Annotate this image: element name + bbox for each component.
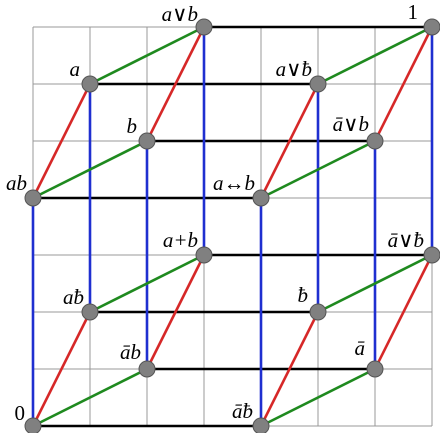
edge-nab-nplus bbox=[145, 253, 206, 371]
node-label-nplus: a+b bbox=[163, 228, 198, 252]
diagram-edges bbox=[31, 25, 434, 428]
node-label-nbbar: ƀ bbox=[298, 283, 309, 307]
node-n1 bbox=[423, 18, 440, 36]
node-nAB bbox=[24, 189, 42, 207]
node-label-nAB: ab bbox=[6, 171, 27, 195]
node-niff bbox=[252, 189, 270, 207]
edge-nabb-nbbar bbox=[259, 310, 320, 428]
edge-n0-nabt bbox=[31, 310, 92, 428]
node-nor2 bbox=[423, 246, 440, 264]
node-label-n1: 1 bbox=[408, 0, 419, 24]
node-nbbar bbox=[309, 303, 327, 321]
node-nabb bbox=[252, 417, 270, 433]
node-nor3 bbox=[366, 132, 384, 150]
edge-nb-naorb bbox=[145, 25, 206, 143]
node-label-niff: a↔b bbox=[213, 171, 255, 195]
node-naorb bbox=[195, 18, 213, 36]
node-label-nor4: a∨ƀ bbox=[276, 57, 312, 81]
node-label-nor3: ā∨b bbox=[333, 112, 369, 136]
node-label-n0: 0 bbox=[15, 401, 26, 425]
node-label-nor2: ā∨ƀ bbox=[388, 228, 424, 252]
edge-na-naorb bbox=[88, 25, 206, 86]
edge-n0-nab bbox=[31, 367, 149, 428]
node-nabar bbox=[366, 360, 384, 378]
edge-nbbar-nor2 bbox=[316, 253, 434, 314]
edge-niff-nor3 bbox=[259, 139, 377, 200]
node-nor4 bbox=[309, 75, 327, 93]
edge-nor4-n1 bbox=[316, 25, 434, 86]
node-label-nb: b bbox=[127, 114, 138, 138]
node-label-nabb: āƀ bbox=[232, 399, 253, 423]
edge-nabar-nor2 bbox=[373, 253, 434, 371]
edge-nor3-n1 bbox=[373, 25, 434, 143]
node-n0 bbox=[24, 417, 42, 433]
edge-nabt-nplus bbox=[88, 253, 206, 314]
node-label-na: a bbox=[70, 57, 81, 81]
edge-nAB-nb bbox=[31, 139, 149, 200]
edge-nabb-nabar bbox=[259, 367, 377, 428]
node-label-nab: āb bbox=[120, 340, 141, 364]
node-label-naorb: a∨b bbox=[162, 2, 198, 26]
diagram-nodes bbox=[24, 18, 440, 433]
edge-nAB-na bbox=[31, 82, 92, 200]
node-na bbox=[81, 75, 99, 93]
node-nab bbox=[138, 360, 156, 378]
node-label-nabt: aƀ bbox=[63, 285, 84, 309]
node-label-nabar: ā bbox=[355, 336, 366, 360]
node-nb bbox=[138, 132, 156, 150]
node-labels: 0 āƀ āb ā aƀ ƀ a+b ā∨ƀ ab a↔b b ā∨b a a∨ƀ a∨b 1 bbox=[6, 0, 424, 425]
node-nabt bbox=[81, 303, 99, 321]
node-nplus bbox=[195, 246, 213, 264]
edge-niff-nor4 bbox=[259, 82, 320, 200]
